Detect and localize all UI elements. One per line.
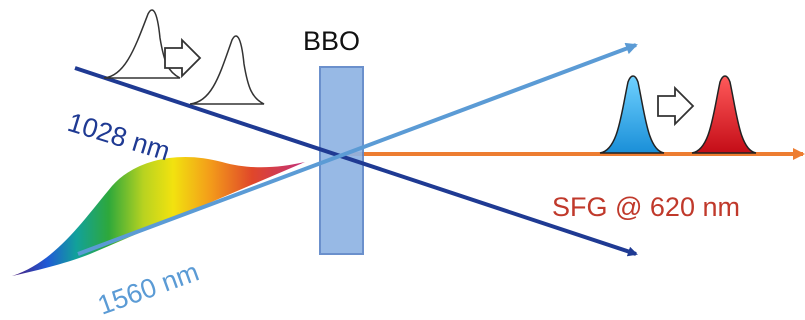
pulse-blue (599, 75, 665, 154)
broadband-spectrum-shape (12, 156, 305, 276)
label-1028nm: 1028 nm (64, 107, 173, 166)
beam-1560nm (77, 42, 638, 256)
hollow-right-arrow-icon (657, 85, 695, 127)
crystal-label: BBO (303, 26, 360, 56)
label-1560nm: 1560 nm (94, 257, 203, 320)
label-sfg-output: SFG @ 620 nm (552, 192, 740, 222)
pulse-outline-right (189, 35, 265, 105)
hollow-right-arrow-icon (164, 37, 202, 79)
pulse-red (691, 75, 757, 154)
beam-1028nm (74, 66, 638, 257)
